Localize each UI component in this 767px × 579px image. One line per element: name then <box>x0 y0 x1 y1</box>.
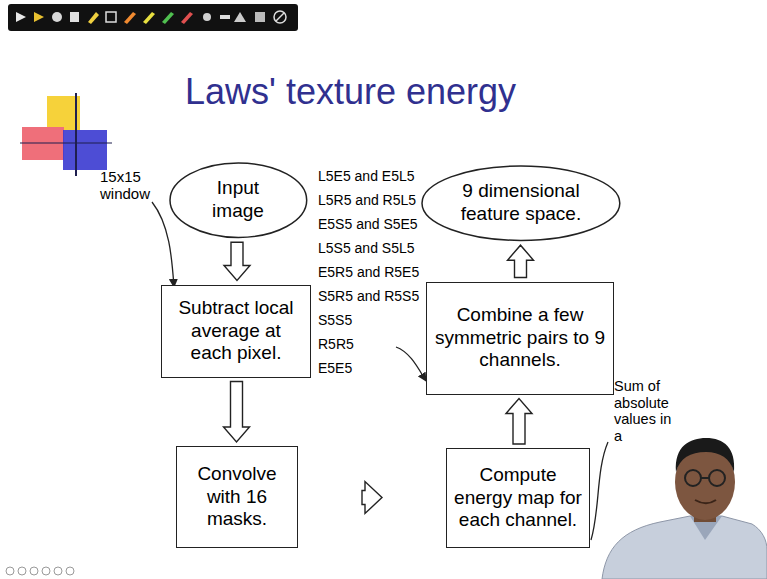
mask-pair-label: E5E5 <box>318 360 352 376</box>
node-text: Convolve with 16 masks. <box>183 463 291 531</box>
annotation-note: 15x15 window <box>100 168 162 203</box>
process-box: Compute energy map for each channel. <box>446 448 590 548</box>
terminal-ellipse: 9 dimensional feature space. <box>421 165 621 241</box>
decor-line <box>75 93 77 176</box>
presenter-figure <box>602 438 767 579</box>
process-box: Convolve with 16 masks. <box>176 446 298 548</box>
toolbar <box>8 4 298 31</box>
block-arrow <box>362 482 382 514</box>
mask-pair-label: E5S5 and S5E5 <box>318 216 418 232</box>
mask-pair-label: S5S5 <box>318 312 352 328</box>
block-arrow <box>506 399 532 445</box>
mask-pair-label: L5E5 and E5L5 <box>318 168 415 184</box>
node-text: Combine a few symmetric pairs to 9 chann… <box>433 304 607 372</box>
decor-square <box>63 130 107 170</box>
mask-pair-label: L5S5 and S5L5 <box>318 240 415 256</box>
annotation-note: Sum of absolute values in a <box>614 378 678 445</box>
mask-pair-label: S5R5 and R5S5 <box>318 288 419 304</box>
mask-pair-label: E5R5 and R5E5 <box>318 264 419 280</box>
terminal-ellipse: Input image <box>169 162 308 238</box>
ellipse-outline <box>170 163 307 237</box>
node-text: Compute energy map for each channel. <box>453 464 583 532</box>
leader-line <box>396 347 426 381</box>
decor-line <box>20 142 112 143</box>
node-text: Subtract local average at each pixel. <box>168 297 304 365</box>
leader-line <box>152 202 174 287</box>
block-arrow <box>224 382 250 443</box>
slide-title: Laws' texture energy <box>185 72 516 112</box>
player-controls <box>6 567 74 575</box>
leader-line <box>591 442 608 540</box>
process-box: Subtract local average at each pixel. <box>161 285 311 378</box>
mask-pair-label: R5R5 <box>318 336 354 352</box>
node-text: Input image <box>188 177 287 223</box>
node-text: 9 dimensional feature space. <box>448 180 594 226</box>
block-arrow <box>507 245 533 277</box>
toolbar-icons <box>16 11 286 24</box>
mask-pair-label: L5R5 and R5L5 <box>318 192 416 208</box>
block-arrow <box>224 242 250 280</box>
process-box: Combine a few symmetric pairs to 9 chann… <box>426 282 614 395</box>
ellipse-outline <box>422 166 620 240</box>
